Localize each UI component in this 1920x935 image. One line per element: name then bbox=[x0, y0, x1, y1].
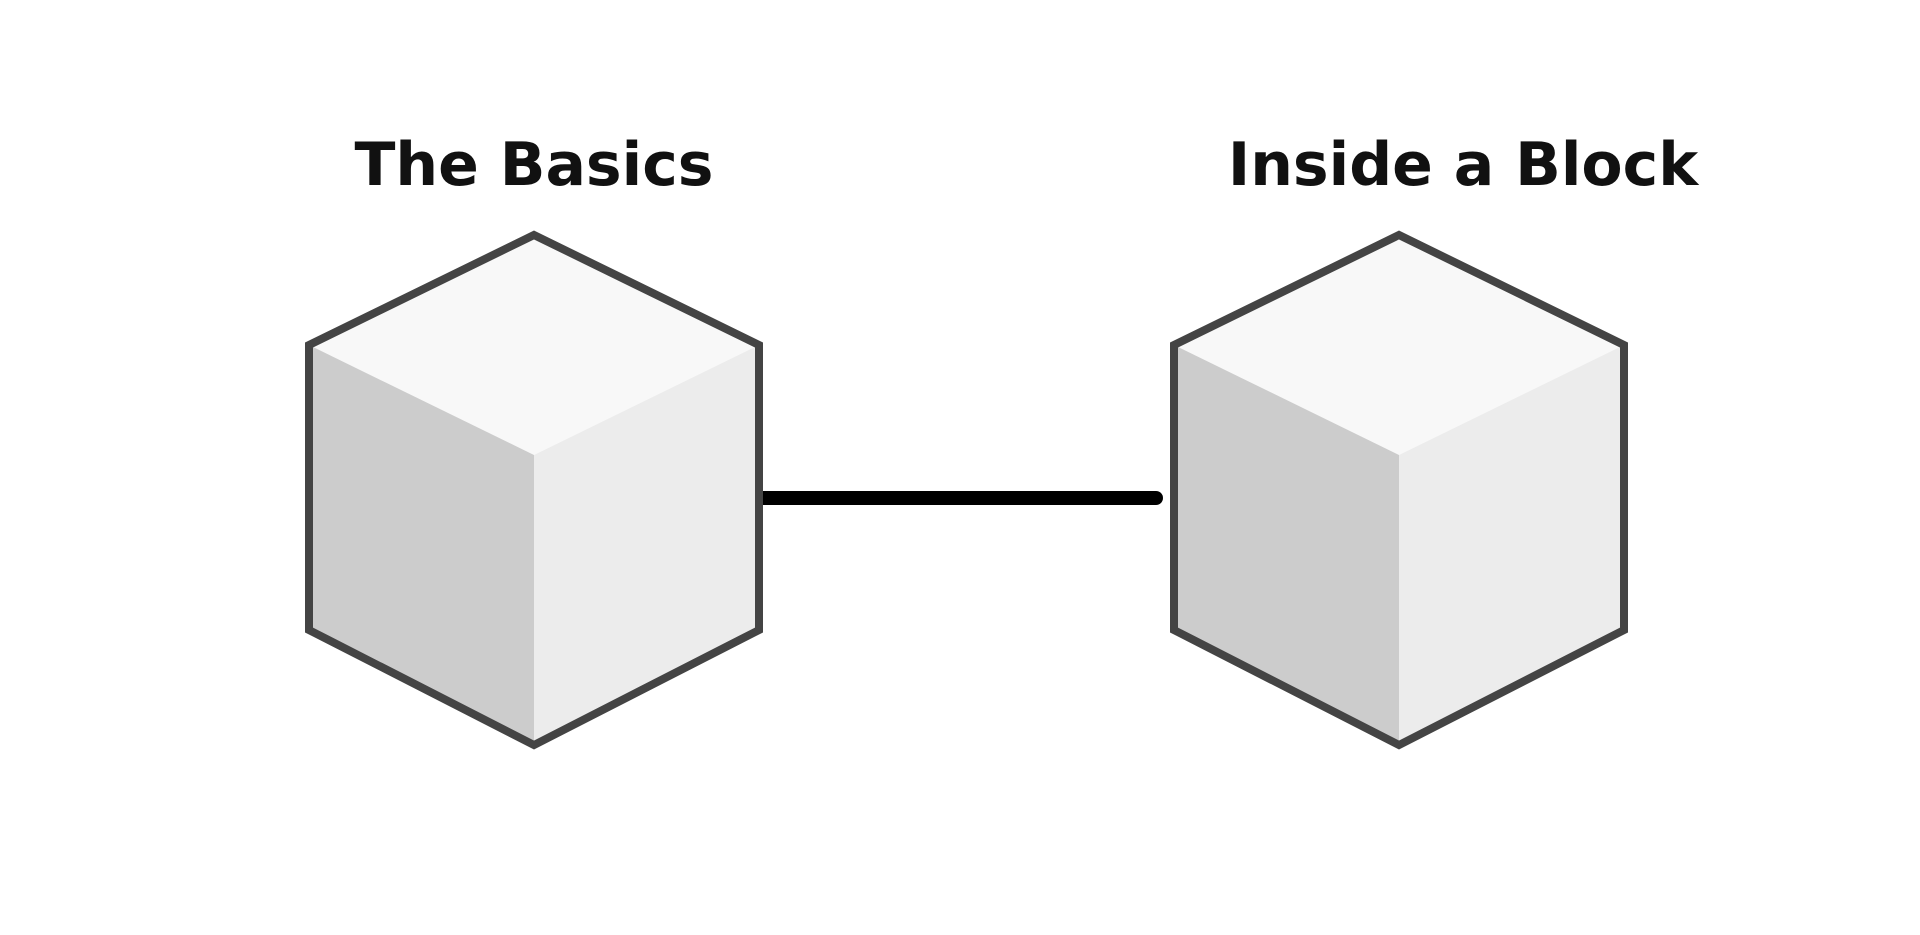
node-label-the-basics: The Basics bbox=[354, 130, 714, 200]
cube-icon-the-basics[interactable] bbox=[299, 225, 769, 755]
cube-icon-inside-a-block[interactable] bbox=[1164, 225, 1634, 755]
connector-line bbox=[755, 491, 1163, 505]
node-label-inside-a-block: Inside a Block bbox=[1227, 130, 1699, 200]
